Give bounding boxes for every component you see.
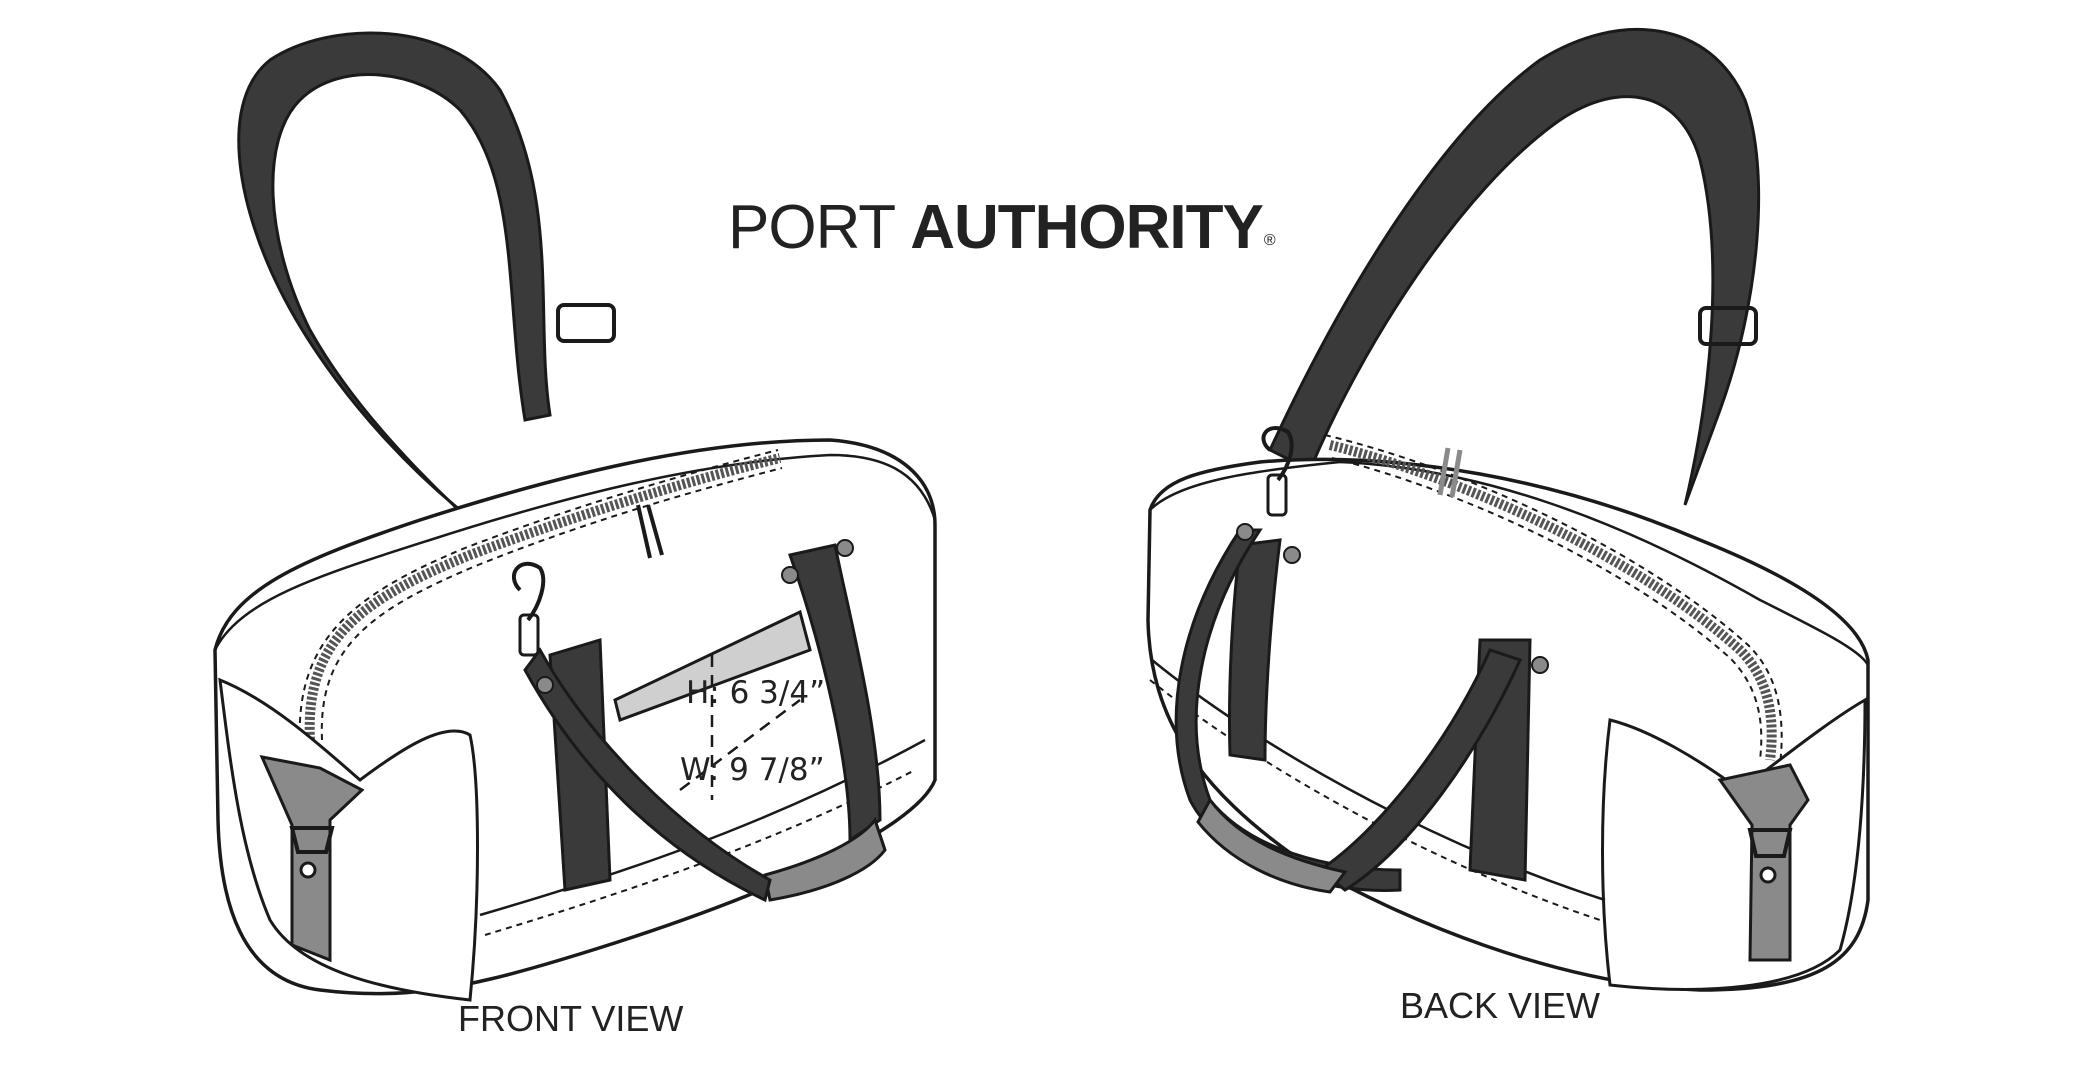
back-view-caption: BACK VIEW: [1400, 985, 1601, 1026]
front-zipper-pull: [636, 504, 664, 559]
front-strap-lower: [523, 647, 772, 903]
back-view-bag: [1146, 27, 1870, 992]
front-rivet-a: [536, 676, 554, 694]
back-end-tab: [1717, 763, 1810, 962]
back-shoulder-strap: [1268, 27, 1761, 506]
back-zipper-pull: [1437, 447, 1463, 498]
front-zipper: [304, 453, 782, 741]
back-handle-grip: [1196, 797, 1348, 894]
brand-logo-light: PORT: [728, 193, 895, 262]
back-strap-lower: [1174, 528, 1402, 892]
height-dimension-label: H: 6 3/4”: [686, 675, 826, 711]
front-d-ring-icon: [289, 826, 335, 854]
registered-mark: ®: [1263, 232, 1276, 249]
front-rivet-icon: [299, 861, 317, 879]
back-zipper-stitch-inner: [1331, 457, 1763, 761]
back-rivet-icon: [1759, 866, 1777, 884]
front-view-caption: FRONT VIEW: [458, 998, 684, 1039]
front-top-panel: [213, 453, 937, 651]
back-handle-left: [1228, 538, 1282, 762]
width-dimension-label: W: 9 7/8”: [680, 752, 825, 788]
back-strap-cross: [1317, 648, 1523, 892]
back-zipper: [1328, 440, 1777, 761]
front-strap-buckle: [556, 303, 616, 343]
dimension-guides: [679, 655, 801, 800]
back-rivet-c: [1531, 656, 1549, 674]
back-strap-buckle: [1698, 306, 1758, 346]
back-snap-hook-icon: [1261, 426, 1294, 517]
front-zipper-stitch-inner: [320, 467, 783, 741]
brand-logo: PORT AUTHORITY®: [728, 192, 1276, 263]
back-rivet-a: [1236, 523, 1254, 541]
front-rivet-c: [836, 539, 854, 557]
back-top-panel: [1149, 460, 1870, 666]
back-rivet-b: [1283, 546, 1301, 564]
front-view-bag: [213, 31, 937, 1002]
brand-logo-bold: AUTHORITY: [910, 193, 1264, 262]
back-zipper-stitch-outer: [1324, 434, 1783, 766]
front-handle-grip: [763, 816, 887, 902]
front-end-tab: [259, 754, 365, 963]
front-rivet-b: [781, 566, 799, 584]
front-zipper-stitch-outer: [298, 449, 779, 746]
front-snap-hook-icon: [512, 561, 546, 657]
back-d-ring-icon: [1747, 828, 1793, 858]
